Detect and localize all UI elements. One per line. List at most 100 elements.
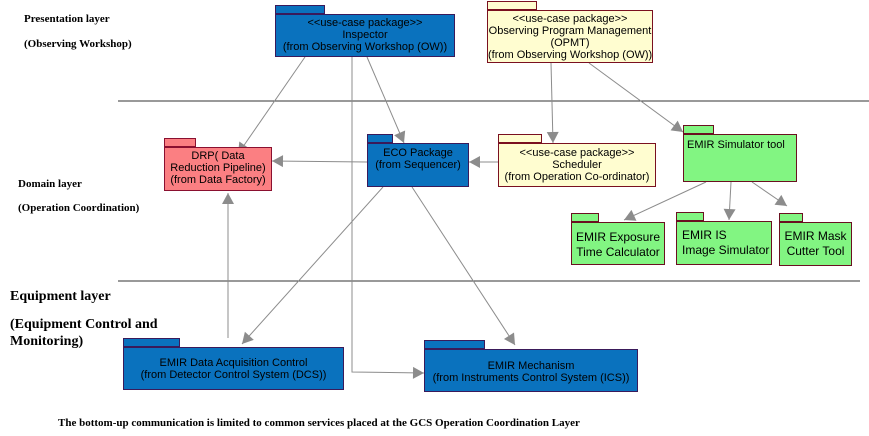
package-name-line2: Cutter Tool bbox=[786, 244, 845, 258]
dependency-simulator-to-mask bbox=[751, 181, 788, 207]
dependency-line bbox=[237, 56, 306, 155]
dependency-edges bbox=[222, 56, 788, 379]
dependency-opmt-to-scheduler bbox=[546, 62, 559, 144]
dependency-scheduler-to-eco bbox=[469, 156, 498, 168]
layer-title-equipment: Equipment layer bbox=[10, 289, 111, 304]
dependency-eco-to-mechanism bbox=[411, 186, 516, 346]
package-body: EMIR IS Image Simulator bbox=[676, 221, 772, 265]
dependency-opmt-to-simulator bbox=[588, 62, 684, 133]
package-body: EMIR Data Acquisition Control (from Dete… bbox=[123, 347, 344, 390]
package-name-line1: EMIR Mask bbox=[784, 229, 847, 243]
stereotype-label: <<use-case package>> bbox=[307, 17, 423, 29]
package-name-line1: EMIR IS bbox=[682, 228, 727, 242]
package-tab bbox=[123, 338, 180, 347]
package-origin: (from Instruments Control System (ICS)) bbox=[432, 372, 630, 384]
package-origin: (from Observing Workshop (OW)) bbox=[282, 41, 448, 53]
package-body: <<use-case package>> Scheduler (from Ope… bbox=[498, 143, 656, 187]
dependency-eco-to-drp bbox=[271, 155, 368, 168]
package-tab bbox=[367, 134, 393, 143]
package-name: Scheduler bbox=[552, 159, 602, 171]
layer-subtitle-presentation: (Observing Workshop) bbox=[24, 38, 132, 50]
dependency-line bbox=[271, 160, 368, 163]
package-drp[interactable]: DRP( Data Reduction Pipeline) (from Data… bbox=[164, 138, 272, 191]
dependency-simulator-to-etc bbox=[623, 181, 707, 221]
stereotype-label: <<use-case package>> bbox=[512, 13, 628, 25]
package-emir-data-acquisition-control[interactable]: EMIR Data Acquisition Control (from Dete… bbox=[123, 338, 344, 390]
package-origin: (from Observing Workshop (OW)) bbox=[488, 49, 653, 61]
package-emir-image-simulator[interactable]: EMIR IS Image Simulator bbox=[676, 212, 772, 265]
dependency-line bbox=[588, 62, 684, 133]
package-name-line2: Image Simulator bbox=[682, 243, 770, 257]
package-body: ECO Package (from Sequencer) bbox=[367, 143, 469, 187]
arrowhead-icon bbox=[624, 209, 637, 221]
layer-subtitle-domain: (Operation Coordination) bbox=[18, 202, 140, 214]
package-tab bbox=[676, 212, 704, 221]
package-body: <<use-case package>> Inspector (from Obs… bbox=[275, 14, 455, 57]
package-scheduler[interactable]: <<use-case package>> Scheduler (from Ope… bbox=[498, 134, 656, 187]
dependency-inspector-to-eco bbox=[366, 56, 406, 144]
package-tab bbox=[275, 5, 325, 14]
package-tab bbox=[683, 125, 714, 134]
arrowhead-icon bbox=[222, 193, 234, 204]
package-name-line2: Reduction Pipeline) bbox=[170, 162, 266, 174]
dependency-line bbox=[411, 186, 516, 346]
package-name-line2: Time Calculator bbox=[576, 245, 660, 259]
arrowhead-icon bbox=[242, 331, 254, 344]
package-abbreviation: (OPMT) bbox=[550, 37, 590, 49]
package-body: EMIR Mask Cutter Tool bbox=[779, 222, 852, 266]
package-eco[interactable]: ECO Package (from Sequencer) bbox=[367, 134, 469, 187]
dependency-simulator-to-is bbox=[723, 181, 736, 221]
package-tab bbox=[498, 134, 542, 143]
arrowhead-icon bbox=[412, 366, 424, 379]
dependency-eco-to-dac bbox=[241, 186, 384, 345]
arrowhead-icon bbox=[723, 208, 736, 220]
layer-title-domain: Domain layer bbox=[18, 178, 82, 190]
package-tab bbox=[779, 213, 803, 222]
package-name: Observing Program Management bbox=[488, 25, 652, 37]
package-origin: (from Data Factory) bbox=[170, 174, 266, 186]
arrowhead-icon bbox=[670, 120, 683, 132]
arrowhead-icon bbox=[272, 155, 284, 168]
package-name: EMIR Data Acquisition Control bbox=[159, 357, 308, 369]
package-origin: (from Sequencer) bbox=[375, 159, 461, 171]
dependency-line bbox=[550, 62, 554, 144]
arrowhead-icon bbox=[774, 194, 787, 206]
arrowhead-icon bbox=[546, 131, 559, 143]
dependency-line bbox=[366, 56, 405, 144]
footer-note: The bottom-up communication is limited t… bbox=[58, 417, 580, 429]
package-emir-mechanism[interactable]: EMIR Mechanism (from Instruments Control… bbox=[424, 340, 638, 392]
arrowhead-icon bbox=[503, 332, 515, 345]
stereotype-label: <<use-case package>> bbox=[519, 147, 635, 159]
package-name: EMIR Simulator tool bbox=[687, 139, 785, 151]
package-body: EMIR Exposure Time Calculator bbox=[571, 222, 665, 265]
package-tab bbox=[487, 1, 537, 10]
package-emir-mask-cutter-tool[interactable]: EMIR Mask Cutter Tool bbox=[779, 213, 852, 266]
arrowhead-icon bbox=[469, 156, 480, 168]
package-name-line1: EMIR Exposure bbox=[575, 230, 661, 244]
package-origin: (from Operation Co-ordinator) bbox=[504, 171, 650, 183]
package-origin: (from Detector Control System (DCS)) bbox=[140, 369, 327, 381]
package-name: ECO Package bbox=[383, 147, 453, 159]
arrowhead-icon bbox=[394, 130, 406, 143]
package-body: <<use-case package>> Observing Program M… bbox=[487, 10, 653, 63]
package-tab bbox=[164, 138, 196, 147]
dependency-line bbox=[351, 57, 425, 374]
package-name: Inspector bbox=[342, 29, 388, 41]
layer-subtitle-equipment-line1: (Equipment Control and bbox=[10, 317, 158, 332]
package-name: EMIR Mechanism bbox=[487, 360, 575, 372]
layer-title-presentation: Presentation layer bbox=[24, 13, 110, 25]
dependency-line bbox=[241, 186, 384, 345]
package-body: EMIR Simulator tool bbox=[683, 134, 797, 182]
package-emir-simulator-tool[interactable]: EMIR Simulator tool bbox=[683, 125, 797, 182]
package-opmt[interactable]: <<use-case package>> Observing Program M… bbox=[487, 1, 653, 63]
dependency-dac-to-drp bbox=[222, 193, 234, 338]
layer-subtitle-equipment-line2: Monitoring) bbox=[10, 334, 84, 349]
package-tab bbox=[424, 340, 485, 349]
package-tab bbox=[571, 213, 599, 222]
package-body: EMIR Mechanism (from Instruments Control… bbox=[424, 349, 638, 392]
package-body: DRP( Data Reduction Pipeline) (from Data… bbox=[164, 147, 272, 191]
package-name-line1: DRP( Data bbox=[191, 150, 245, 162]
package-emir-exposure-time-calculator[interactable]: EMIR Exposure Time Calculator bbox=[571, 213, 665, 265]
package-inspector[interactable]: <<use-case package>> Inspector (from Obs… bbox=[275, 5, 455, 57]
